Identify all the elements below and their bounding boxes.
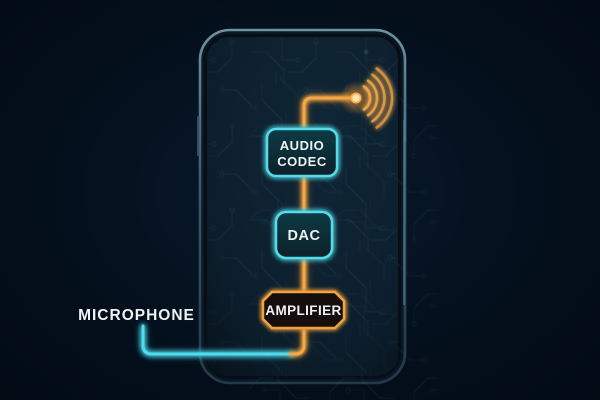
wire-mic-to-amp [289,326,306,356]
speaker-output [339,67,394,129]
dac-node: DAC [274,210,334,260]
sound-waves-icon [362,67,394,129]
dac-label: DAC [288,228,321,244]
audio-codec-node: AUDIO CODEC [265,127,339,178]
amplifier-box [261,290,346,330]
amplifier-label: AMPLIFIER [265,303,341,318]
signal-wires [289,94,353,358]
audio-codec-box [265,127,339,178]
microphone-label: MICROPHONE [78,307,195,324]
wire-codec-to-speaker [302,96,353,131]
microphone-wire [139,324,295,358]
dac-box [274,210,334,260]
signal-dot-icon [350,92,362,104]
camera-dot-icon [363,49,369,55]
audio-codec-label-line2: CODEC [277,154,327,169]
audio-codec-label-line1: AUDIO [280,138,324,153]
amplifier-node: AMPLIFIER [261,290,346,330]
phone-left-button [197,116,200,156]
